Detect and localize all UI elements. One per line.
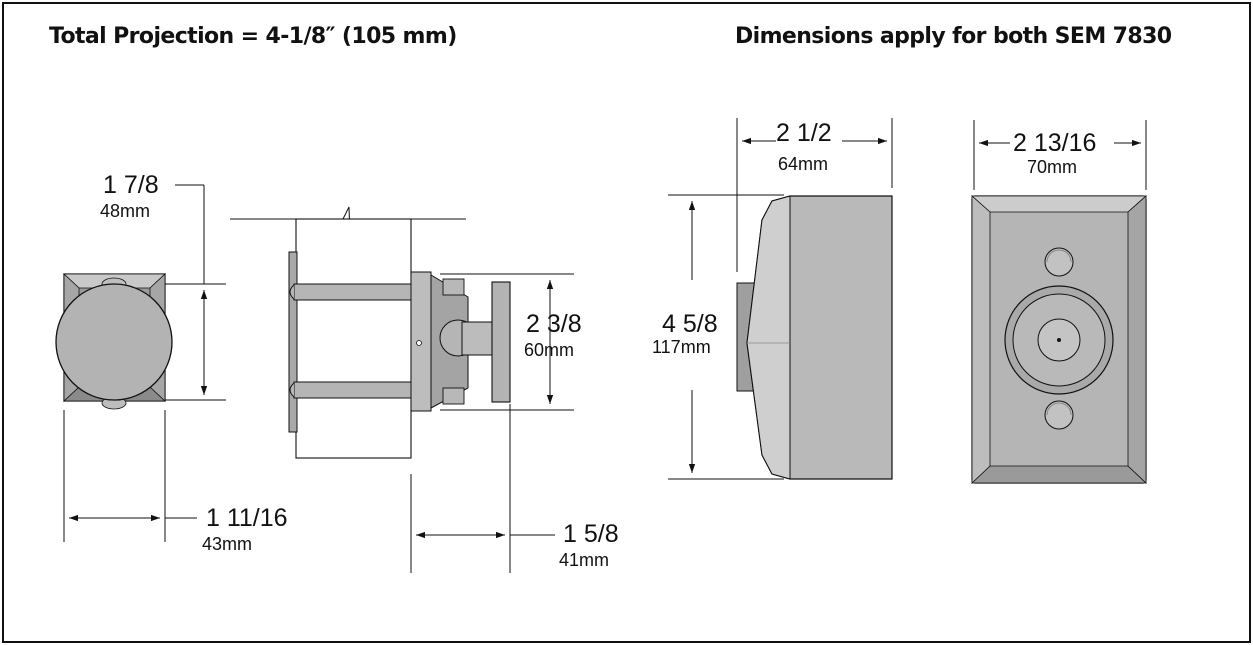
unit-depth-dimension: 2 1/2 64mm	[736, 118, 893, 272]
door-section	[230, 206, 466, 459]
magnet-face-icon	[1004, 285, 1114, 395]
side-projection-dimension: 1 5/8 41mm	[410, 404, 619, 573]
bottom-screw-icon	[1044, 400, 1074, 430]
front-width-dimension: 1 11/16 43mm	[63, 410, 288, 554]
unit-width-inch-label: 2 13/16	[1013, 129, 1096, 157]
armature-side-view	[289, 271, 511, 412]
armature-front-view	[55, 273, 173, 410]
unit-width-mm-label: 70mm	[1027, 157, 1077, 177]
front-width-inch-label: 1 11/16	[206, 504, 288, 532]
front-height-dimension: 1 7/8 48mm	[100, 171, 226, 401]
magnet-front-view	[970, 195, 1148, 484]
unit-height-mm-label: 117mm	[652, 337, 711, 357]
front-width-mm-label: 43mm	[202, 534, 252, 554]
front-height-inch-label: 1 7/8	[103, 171, 159, 199]
top-screw-icon	[1044, 247, 1074, 277]
magnet-side-view	[736, 195, 893, 480]
side-projection-mm-label: 41mm	[559, 550, 609, 570]
unit-width-dimension: 2 13/16 70mm	[973, 120, 1147, 190]
unit-height-inch-label: 4 5/8	[662, 310, 718, 338]
side-projection-inch-label: 1 5/8	[563, 520, 619, 548]
dimensions-note-heading: Dimensions apply for both SEM 7830	[735, 24, 1172, 49]
total-projection-heading: Total Projection = 4-1/8″ (105 mm)	[49, 24, 457, 49]
side-height-mm-label: 60mm	[524, 340, 574, 360]
unit-height-dimension: 4 5/8 117mm	[652, 194, 784, 480]
unit-depth-inch-label: 2 1/2	[776, 119, 832, 147]
side-height-inch-label: 2 3/8	[526, 310, 582, 338]
side-height-dimension: 2 3/8 60mm	[440, 273, 582, 411]
unit-depth-mm-label: 64mm	[778, 154, 828, 174]
front-height-mm-label: 48mm	[100, 201, 150, 221]
